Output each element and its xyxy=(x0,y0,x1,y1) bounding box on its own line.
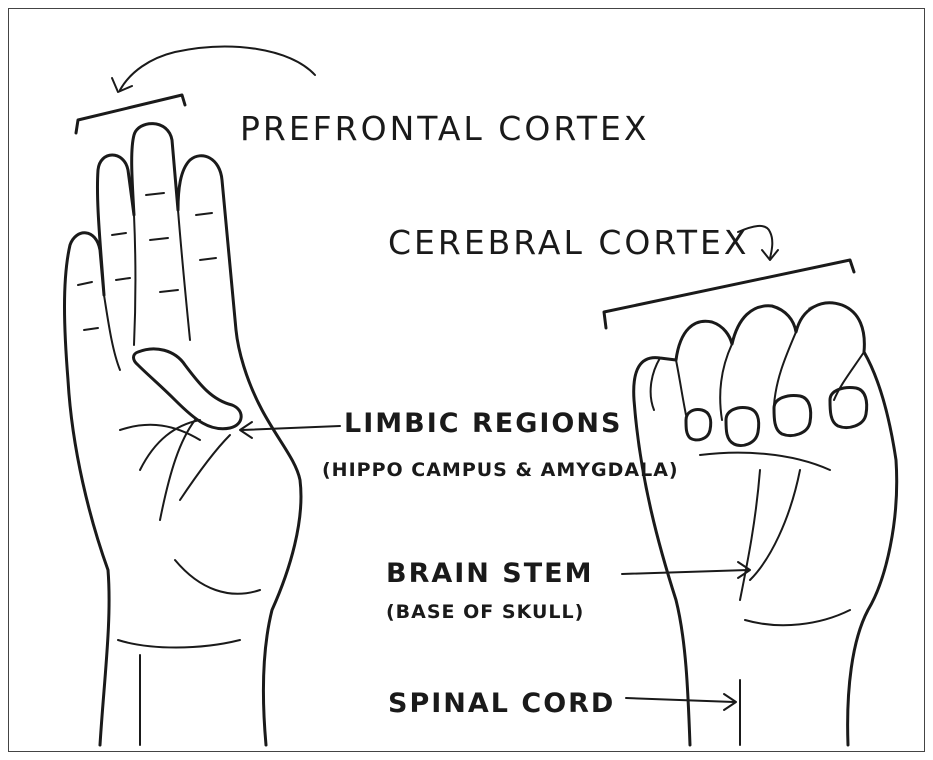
cerebral-cortex-label: CEREBRAL CORTEX xyxy=(388,223,750,262)
fist-illustration xyxy=(634,303,897,745)
brain-stem-subtitle-label: (BASE OF SKULL) xyxy=(386,601,584,623)
prefrontal-bracket xyxy=(76,95,185,133)
limbic-subtitle-label: (HIPPO CAMPUS & AMYGDALA) xyxy=(322,459,679,481)
prefrontal-cortex-label: PREFRONTAL CORTEX xyxy=(240,109,649,148)
open-hand-illustration xyxy=(65,124,301,745)
spinal-cord-label: SPINAL CORD xyxy=(388,688,615,719)
limbic-regions-label: LIMBIC REGIONS xyxy=(344,408,622,439)
brain-stem-label: BRAIN STEM xyxy=(386,558,593,589)
prefrontal-fold-arrow xyxy=(120,47,315,90)
